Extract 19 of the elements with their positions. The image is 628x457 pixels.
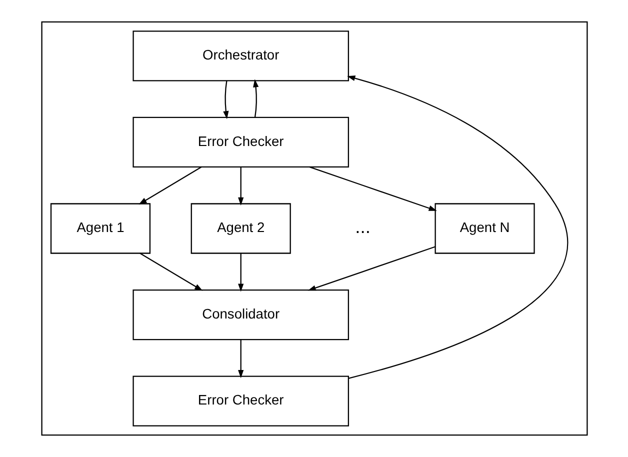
arrow xyxy=(139,252,202,291)
arrow xyxy=(308,166,436,211)
node-box: Error Checker xyxy=(132,116,349,168)
arrow xyxy=(238,167,244,206)
node-box: Agent 1 xyxy=(50,203,150,254)
arrow xyxy=(238,340,244,378)
arrow xyxy=(238,254,244,292)
arrow xyxy=(346,75,568,379)
arrow xyxy=(252,79,258,118)
node-box: Agent N xyxy=(434,203,534,254)
arrow xyxy=(222,80,228,120)
node-box: Agent 2 xyxy=(190,203,290,254)
arrow xyxy=(138,166,202,204)
node-box: Consolidator xyxy=(132,289,349,340)
label: ... xyxy=(354,216,370,237)
arrow xyxy=(307,246,435,291)
node-box: Orchestrator xyxy=(132,30,349,82)
node-box: Error Checker xyxy=(132,376,349,426)
cluster xyxy=(40,21,588,436)
